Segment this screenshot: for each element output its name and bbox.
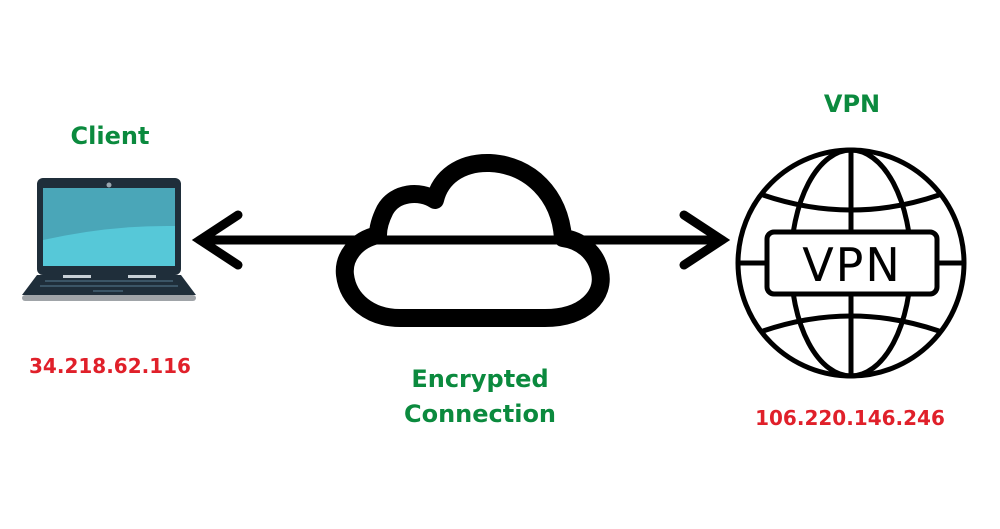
laptop-icon [22, 178, 196, 301]
connection-label-line2: Connection [403, 400, 557, 428]
connection-label-line1: Encrypted [411, 365, 549, 393]
vpn-title: VPN [823, 90, 881, 118]
bidirectional-arrow [191, 210, 731, 270]
client-ip: 34.218.62.116 [29, 354, 191, 378]
globe-icon [735, 147, 967, 379]
client-title: Client [70, 122, 150, 150]
cloud-icon [335, 154, 610, 327]
vpn-ip: 106.220.146.246 [755, 406, 945, 430]
vpn-badge-text: VPN [802, 238, 902, 292]
